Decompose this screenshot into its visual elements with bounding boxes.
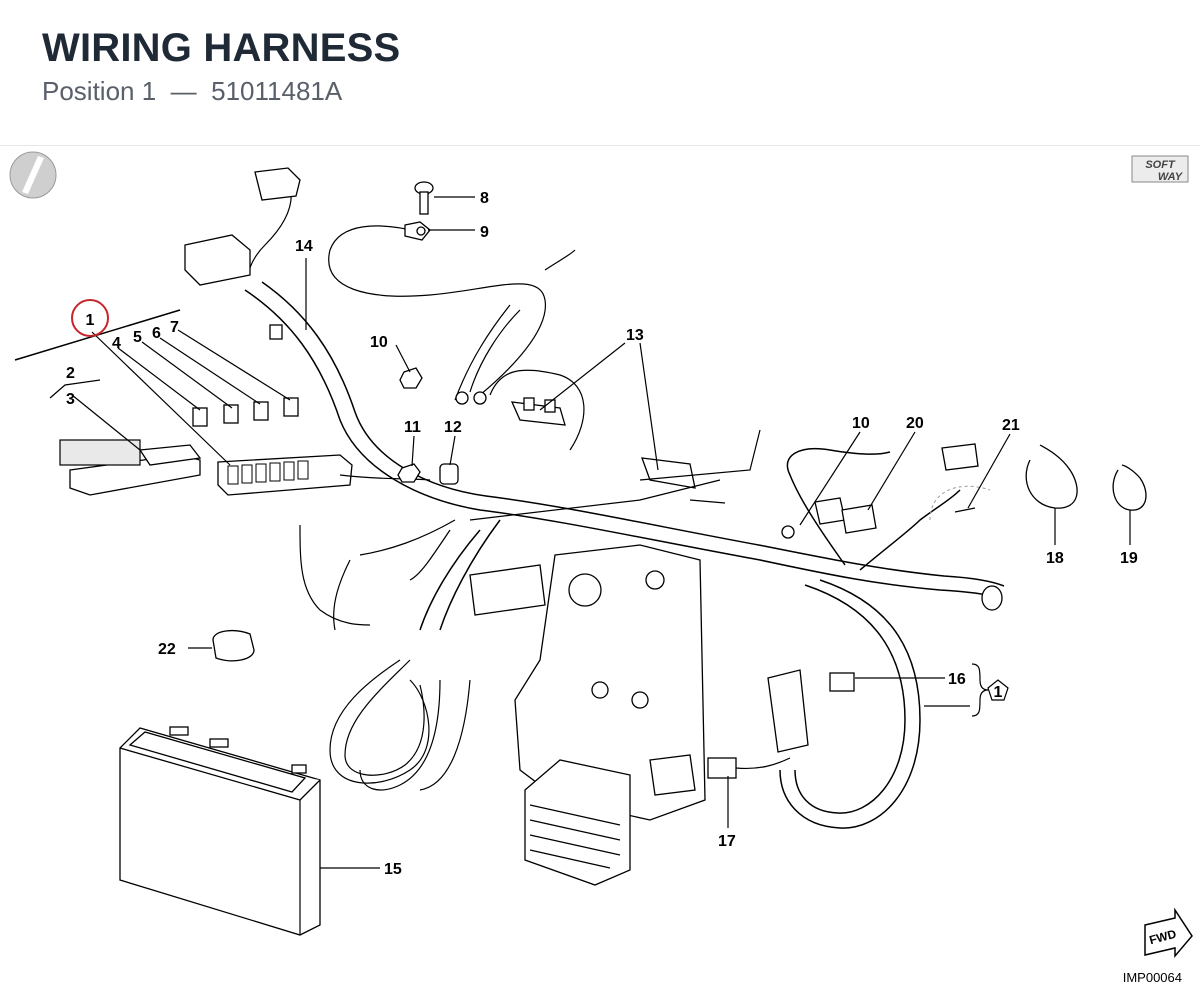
- regulator: [524, 759, 631, 886]
- callout-10-right: 10: [852, 415, 870, 432]
- callout-12: 12: [444, 419, 462, 436]
- callout-20: 20: [906, 415, 924, 432]
- screw-8: [414, 181, 434, 215]
- softway-logo-bottom: WAY: [1158, 171, 1184, 183]
- grommet-12: [439, 463, 459, 485]
- page-title: WIRING HARNESS: [42, 26, 401, 70]
- nut-11: [397, 463, 421, 483]
- callout-1-circle: [71, 299, 109, 337]
- callout-17: 17: [718, 833, 736, 850]
- connector-17: [707, 757, 791, 779]
- callout-11: 11: [404, 419, 421, 436]
- battery: [119, 726, 321, 936]
- clip-18: [1025, 444, 1078, 509]
- callout-10-left: 10: [370, 334, 388, 351]
- leader-lines: [71, 196, 1131, 869]
- callout-14: 14: [295, 238, 313, 255]
- connector-20: [781, 497, 877, 539]
- callout-9: 9: [480, 224, 489, 241]
- bracket-13-lower: [641, 457, 726, 504]
- corner-circle-icon: [9, 151, 57, 199]
- callout-19: 19: [1120, 550, 1138, 567]
- position-label: Position 1: [42, 76, 157, 106]
- main-harness: [244, 184, 1005, 829]
- clip-19: [1112, 464, 1147, 511]
- callout-5: 5: [133, 329, 142, 346]
- ring-terminal-9: [404, 221, 431, 241]
- fwd-arrow-icon: FWD: [1144, 907, 1193, 959]
- softway-logo: SOFT WAY: [1131, 155, 1189, 183]
- plug-22: [212, 629, 255, 662]
- connector-21: [929, 443, 991, 521]
- callout-2: 2: [66, 365, 75, 382]
- nut-10-left: [399, 367, 423, 389]
- ground-cable: [328, 225, 585, 451]
- callout-6: 6: [152, 325, 161, 342]
- callout-21: 21: [1002, 417, 1020, 434]
- frame-bracket: [469, 429, 761, 821]
- header: WIRING HARNESS Position 1 — 51011481A: [0, 0, 1200, 146]
- part-number: 51011481A: [211, 76, 343, 106]
- callout-18: 18: [1046, 550, 1064, 567]
- separator: —: [170, 76, 197, 106]
- callout-3: 3: [66, 391, 75, 408]
- connector-16: [767, 669, 809, 753]
- callout-2-brace: [49, 379, 101, 399]
- callout-1-pentagon: 1: [994, 684, 1003, 701]
- callout-16: 16: [948, 671, 966, 688]
- callout-1: 1: [86, 312, 95, 329]
- fuse-16: [829, 672, 855, 692]
- image-code: IMP00064: [1122, 970, 1182, 985]
- callout-15: 15: [384, 861, 402, 878]
- pentagon-ref-icon: [987, 679, 1009, 701]
- callout-labels: 1 2 3 4 5 6 7 8 9 10 11 12 13 14 15 16 1…: [66, 190, 1138, 878]
- fwd-label: FWD: [1148, 927, 1178, 948]
- fuse-box: [59, 397, 431, 496]
- callout-16-brace: [971, 663, 989, 717]
- callout-7: 7: [170, 319, 179, 336]
- callout-22: 22: [158, 641, 176, 658]
- right-connector: [981, 585, 1003, 611]
- softway-logo-top: SOFT: [1145, 159, 1176, 171]
- callout-13: 13: [626, 327, 644, 344]
- bracket-13-upper: [510, 397, 566, 426]
- top-connectors: [184, 167, 301, 340]
- callout-4: 4: [112, 335, 121, 352]
- page-subtitle: Position 1 — 51011481A: [42, 76, 342, 107]
- callout-8: 8: [480, 190, 489, 207]
